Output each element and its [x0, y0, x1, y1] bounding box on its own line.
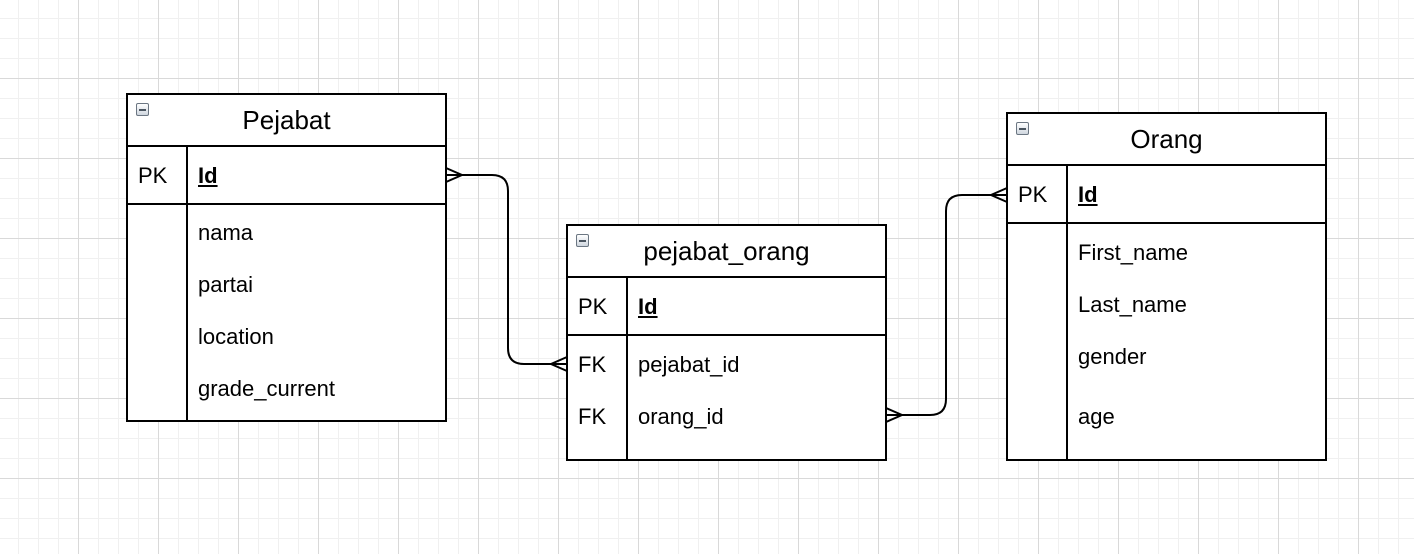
key-column-divider: [568, 278, 628, 459]
table-header[interactable]: Orang: [1008, 114, 1325, 166]
field-row[interactable]: partai: [198, 272, 254, 297]
fk-label: FK: [578, 404, 607, 429]
collapse-icon[interactable]: [576, 234, 589, 247]
table-header[interactable]: pejabat_orang: [568, 226, 885, 278]
pk-label: PK: [578, 294, 608, 319]
field-row[interactable]: Last_name: [1078, 292, 1187, 317]
pk-field-name: Id: [638, 294, 658, 319]
field-row[interactable]: orang_id: [638, 404, 724, 429]
fk-label: FK: [578, 352, 607, 377]
crowfoot-pejabat-orang-fk2-end: [885, 407, 905, 423]
field-row[interactable]: grade_current: [198, 376, 335, 401]
primary-key-row[interactable]: PK Id: [128, 147, 445, 205]
field-row[interactable]: nama: [198, 220, 254, 245]
key-column-divider: [128, 147, 188, 420]
field-row[interactable]: gender: [1078, 344, 1147, 369]
table-header[interactable]: Pejabat: [128, 95, 445, 147]
field-row[interactable]: age: [1078, 404, 1115, 429]
table-pejabat-orang[interactable]: pejabat_orang PK Id FK pejabat_id FK ora…: [566, 224, 887, 461]
table-title: pejabat_orang: [643, 235, 810, 266]
field-row[interactable]: pejabat_id: [638, 352, 740, 377]
table-title: Orang: [1130, 123, 1203, 154]
crowfoot-pejabat-end: [445, 167, 465, 183]
relationship-orang-to-pejabat-orang[interactable]: [886, 194, 1007, 416]
key-column-divider: [1008, 166, 1068, 459]
primary-key-row[interactable]: PK Id: [568, 278, 885, 336]
primary-key-row[interactable]: PK Id: [1008, 166, 1325, 224]
crowfoot-orang-end: [988, 187, 1008, 203]
crowfoot-pejabat-orang-fk1-end: [548, 356, 568, 372]
collapse-icon[interactable]: [1016, 122, 1029, 135]
relationship-pejabat-to-pejabat-orang[interactable]: [446, 174, 567, 365]
collapse-icon[interactable]: [136, 103, 149, 116]
field-row[interactable]: First_name: [1078, 240, 1189, 265]
field-row[interactable]: location: [198, 324, 274, 349]
pk-label: PK: [138, 163, 168, 188]
table-pejabat[interactable]: Pejabat PK Id nama partai location grade…: [126, 93, 447, 422]
pk-field-name: Id: [198, 163, 218, 188]
table-title: Pejabat: [242, 104, 331, 135]
pk-label: PK: [1018, 182, 1048, 207]
pk-field-name: Id: [1078, 182, 1098, 207]
table-orang[interactable]: Orang PK Id First_name Last_name gender …: [1006, 112, 1327, 461]
